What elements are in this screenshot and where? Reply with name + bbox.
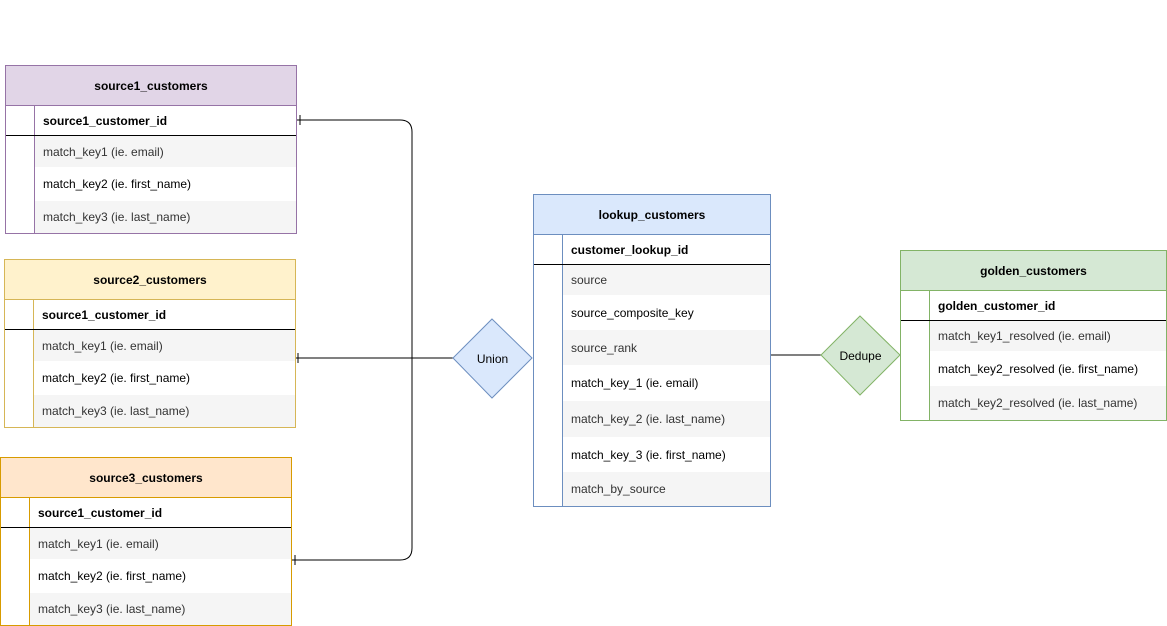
table-title: golden_customers (901, 251, 1166, 291)
primary-key-row[interactable]: customer_lookup_id (534, 235, 770, 265)
table-row[interactable]: source_composite_key (534, 295, 770, 330)
source3-customers-table[interactable]: source3_customers source1_customer_id ma… (0, 457, 292, 626)
field-label: match_key1 (ie. email) (34, 330, 295, 361)
table-row[interactable]: match_key2_resolved (ie. last_name) (901, 386, 1166, 420)
table-row[interactable]: match_key2_resolved (ie. first_name) (901, 351, 1166, 386)
key-gutter (901, 386, 930, 420)
table-row[interactable]: match_key2 (ie. first_name) (6, 167, 296, 201)
table-row[interactable]: match_key2 (ie. first_name) (1, 559, 291, 593)
field-label: match_key2 (ie. first_name) (42, 371, 191, 385)
table-row[interactable]: match_key_2 (ie. last_name) (534, 401, 770, 437)
key-gutter (6, 167, 35, 201)
field-label: match_key_2 (ie. last_name) (563, 401, 770, 437)
dedupe-diamond[interactable] (820, 315, 901, 396)
table-row[interactable]: match_key1 (ie. email) (6, 136, 296, 167)
field-label: source_rank (563, 330, 770, 365)
table-row[interactable]: match_key2 (ie. first_name) (5, 361, 295, 395)
key-gutter (534, 365, 563, 401)
table-row[interactable]: match_key1 (ie. email) (5, 330, 295, 361)
field-label: match_key1_resolved (ie. email) (930, 321, 1166, 351)
table-row[interactable]: match_key3 (ie. last_name) (1, 593, 291, 625)
key-gutter (901, 351, 930, 386)
table-row[interactable]: source (534, 265, 770, 295)
field-label: match_key_3 (ie. first_name) (571, 447, 726, 462)
field-label: match_key3 (ie. last_name) (34, 395, 295, 427)
table-title: source1_customers (6, 66, 296, 106)
primary-key-label: source1_customer_id (38, 505, 163, 520)
field-label: match_key3 (ie. last_name) (35, 201, 296, 233)
key-gutter (534, 472, 563, 506)
key-gutter (1, 593, 30, 625)
dedupe-label: Dedupe (839, 348, 882, 363)
union-label: Union (476, 351, 509, 366)
source1-customers-table[interactable]: source1_customers source1_customer_id ma… (5, 65, 297, 234)
field-label: match_key1 (ie. email) (30, 528, 291, 559)
key-gutter (534, 330, 563, 365)
primary-key-label: source1_customer_id (42, 307, 167, 322)
field-label: match_by_source (563, 472, 770, 506)
lookup-customers-table[interactable]: lookup_customers customer_lookup_id sour… (533, 194, 771, 507)
source2-customers-table[interactable]: source2_customers source1_customer_id ma… (4, 259, 296, 428)
table-title: source3_customers (1, 458, 291, 498)
primary-key-label: golden_customer_id (938, 298, 1056, 313)
table-row[interactable]: match_key1 (ie. email) (1, 528, 291, 559)
table-row[interactable]: match_key_1 (ie. email) (534, 365, 770, 401)
primary-key-row[interactable]: golden_customer_id (901, 291, 1166, 321)
key-gutter (534, 437, 563, 472)
golden-customers-table[interactable]: golden_customers golden_customer_id matc… (900, 250, 1167, 421)
key-gutter (1, 559, 30, 593)
key-gutter (5, 330, 34, 361)
key-gutter (5, 300, 34, 329)
key-gutter (1, 528, 30, 559)
primary-key-label: source1_customer_id (43, 113, 168, 128)
primary-key-row[interactable]: source1_customer_id (6, 106, 296, 136)
table-row[interactable]: match_key_3 (ie. first_name) (534, 437, 770, 472)
table-row[interactable]: match_key3 (ie. last_name) (6, 201, 296, 233)
table-row[interactable]: match_key1_resolved (ie. email) (901, 321, 1166, 351)
field-label: match_key1 (ie. email) (35, 136, 296, 167)
key-gutter (6, 201, 35, 233)
key-gutter (534, 401, 563, 437)
key-gutter (1, 498, 30, 527)
table-row[interactable]: match_by_source (534, 472, 770, 506)
key-gutter (534, 235, 563, 264)
table-row[interactable]: source_rank (534, 330, 770, 365)
field-label: match_key2_resolved (ie. first_name) (938, 361, 1139, 376)
primary-key-row[interactable]: source1_customer_id (1, 498, 291, 528)
key-gutter (6, 136, 35, 167)
union-bracket-line (292, 119, 413, 561)
field-label: match_key_1 (ie. email) (571, 376, 699, 390)
union-diamond[interactable] (452, 318, 533, 399)
table-title: source2_customers (5, 260, 295, 300)
table-title: lookup_customers (534, 195, 770, 235)
table-row[interactable]: match_key3 (ie. last_name) (5, 395, 295, 427)
key-gutter (5, 361, 34, 395)
key-gutter (5, 395, 34, 427)
key-gutter (534, 265, 563, 295)
field-label: match_key3 (ie. last_name) (30, 593, 291, 625)
field-label: match_key2 (ie. first_name) (43, 177, 192, 191)
primary-key-row[interactable]: source1_customer_id (5, 300, 295, 330)
field-label: match_key2 (ie. first_name) (38, 569, 187, 583)
key-gutter (901, 291, 930, 320)
field-label: source_composite_key (571, 305, 694, 320)
field-label: source (563, 265, 770, 295)
field-label: match_key2_resolved (ie. last_name) (930, 386, 1166, 420)
key-gutter (534, 295, 563, 330)
primary-key-label: customer_lookup_id (571, 242, 689, 257)
key-gutter (6, 106, 35, 135)
key-gutter (901, 321, 930, 351)
